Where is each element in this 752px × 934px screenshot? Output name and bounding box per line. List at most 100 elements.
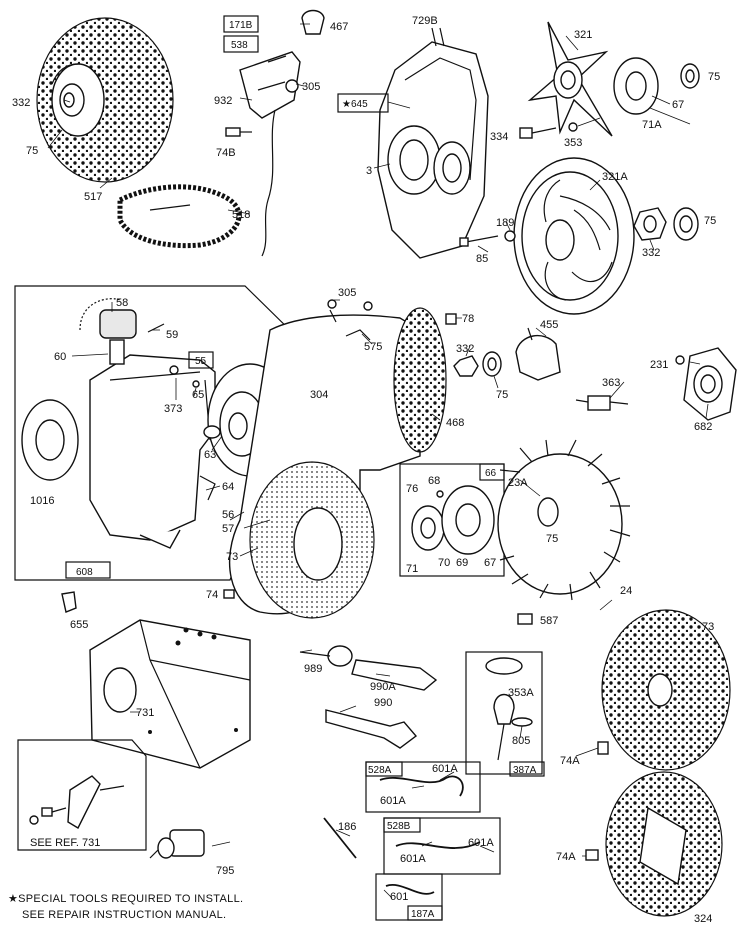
rotating-screen-part xyxy=(36,17,174,183)
label-990: 990 xyxy=(374,697,392,709)
fuel-line-528a-box xyxy=(365,761,481,813)
label-467: 467 xyxy=(330,21,348,33)
chain-part xyxy=(117,184,242,249)
label-69: 69 xyxy=(456,557,468,569)
washer-1016-part xyxy=(21,399,79,481)
screen-73-part xyxy=(597,609,731,771)
label-321a: 321A xyxy=(602,171,628,183)
label-332b: 332 xyxy=(642,247,660,259)
label-76: 76 xyxy=(406,483,418,495)
label-57: 57 xyxy=(222,523,234,535)
clamp-part xyxy=(575,395,629,411)
fastener-587 xyxy=(517,613,533,625)
note-line-2: SEE REPAIR INSTRUCTION MANUAL. xyxy=(22,909,226,921)
label-74a-2: 74A xyxy=(556,851,576,863)
label-75d: 75 xyxy=(496,389,508,401)
label-73b: 73 xyxy=(702,621,714,633)
label-65: 65 xyxy=(192,389,204,401)
label-64: 64 xyxy=(222,481,234,493)
label-731: 731 xyxy=(136,707,154,719)
label-63: 63 xyxy=(204,449,216,461)
label-363: 363 xyxy=(602,377,620,389)
label-601a-3: 601A xyxy=(468,837,494,849)
note-line-1: ★SPECIAL TOOLS REQUIRED TO INSTALL. xyxy=(8,893,243,905)
control-bracket-part xyxy=(225,9,325,257)
label-75e: 75 xyxy=(546,533,558,545)
label-387a: 387A xyxy=(513,765,537,776)
label-655: 655 xyxy=(70,619,88,631)
label-601a-1: 601A xyxy=(432,763,458,775)
label-75b: 75 xyxy=(708,71,720,83)
dotted-screen-468-part xyxy=(393,307,447,453)
label-321: 321 xyxy=(574,29,592,41)
label-932: 932 xyxy=(214,95,232,107)
label-682: 682 xyxy=(694,421,712,433)
label-538: 538 xyxy=(231,40,248,51)
label-608: 608 xyxy=(76,567,93,578)
label-55: 55 xyxy=(195,356,207,367)
label-528a: 528A xyxy=(368,765,392,776)
small-clip-655 xyxy=(61,591,77,613)
primer-box xyxy=(465,651,543,775)
bearing-part xyxy=(613,57,700,115)
fastener-74 xyxy=(223,589,235,599)
mounting-bracket-box xyxy=(17,739,147,851)
bearing-flange-part xyxy=(675,347,737,421)
label-601a-4: 601A xyxy=(400,853,426,865)
label-73: 73 xyxy=(226,551,238,563)
engine-housing-part xyxy=(377,27,489,259)
label-575: 575 xyxy=(364,341,382,353)
label-58: 58 xyxy=(116,297,128,309)
nut-washer-part xyxy=(459,207,699,247)
label-60: 60 xyxy=(54,351,66,363)
label-66: 66 xyxy=(485,468,497,479)
recoil-housing-part xyxy=(79,298,216,549)
label-455: 455 xyxy=(540,319,558,331)
label-518: 518 xyxy=(232,209,250,221)
label-56: 56 xyxy=(222,509,234,521)
label-171b: 171B xyxy=(229,20,253,31)
label-305: 305 xyxy=(302,81,320,93)
label-187a: 187A xyxy=(411,909,435,920)
label-75: 75 xyxy=(26,145,38,157)
label-645: ★645 xyxy=(342,99,368,110)
label-332: 332 xyxy=(12,97,30,109)
spider-part xyxy=(527,21,613,137)
see-ref-label: SEE REF. 731 xyxy=(30,837,100,849)
label-189: 189 xyxy=(496,217,514,229)
part-labels: 332 75 517 518 171B 538 467 305 932 74B … xyxy=(12,15,720,925)
label-324: 324 xyxy=(694,913,712,925)
shaft-assembly-box xyxy=(399,463,505,577)
label-729b: 729B xyxy=(412,15,438,27)
label-71a: 71A xyxy=(642,119,662,131)
label-305b: 305 xyxy=(338,287,356,299)
label-332c: 332 xyxy=(456,343,474,355)
label-68: 68 xyxy=(428,475,440,487)
label-468: 468 xyxy=(446,417,464,429)
label-74b: 74B xyxy=(216,147,236,159)
label-304: 304 xyxy=(310,389,328,401)
label-74: 74 xyxy=(206,589,218,601)
label-601: 601 xyxy=(390,891,408,903)
label-373: 373 xyxy=(164,403,182,415)
label-989: 989 xyxy=(304,663,322,675)
label-353a: 353A xyxy=(508,687,534,699)
label-1016: 1016 xyxy=(30,495,54,507)
switch-795-part xyxy=(149,829,205,859)
label-59: 59 xyxy=(166,329,178,341)
label-795: 795 xyxy=(216,865,234,877)
label-78: 78 xyxy=(462,313,474,325)
impeller-part xyxy=(513,157,635,315)
label-528b: 528B xyxy=(387,821,411,832)
label-67b: 67 xyxy=(484,557,496,569)
label-601a-2: 601A xyxy=(380,795,406,807)
label-334: 334 xyxy=(490,131,508,143)
label-70: 70 xyxy=(438,557,450,569)
label-805: 805 xyxy=(512,735,530,747)
label-frames xyxy=(65,15,545,921)
nut-washer-center xyxy=(445,313,502,377)
label-74a-1: 74A xyxy=(560,755,580,767)
label-23a: 23A xyxy=(508,477,528,489)
fan-impeller-part xyxy=(497,439,631,601)
